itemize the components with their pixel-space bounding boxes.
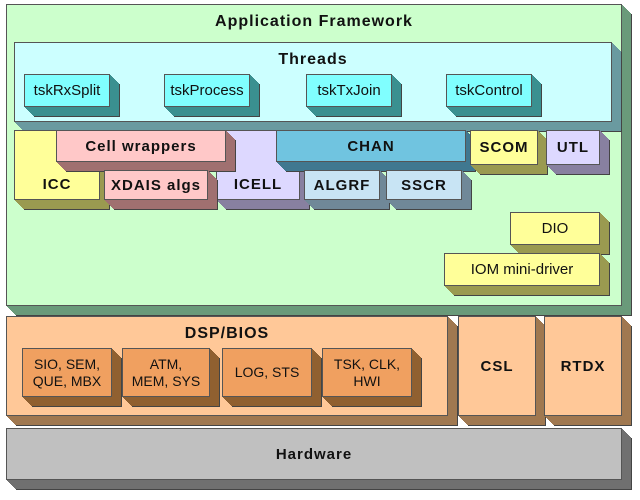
algrf-box: ALGRF <box>304 170 380 200</box>
bios-module-box: TSK, CLK, HWI <box>322 348 412 397</box>
thread-box: tskProcess <box>164 74 250 107</box>
thread-box: tskControl <box>446 74 532 107</box>
xdais-algs-box: XDAIS algs <box>104 170 208 200</box>
cell-wrappers-box: Cell wrappers <box>56 130 226 162</box>
bios-module-box: SIO, SEM, QUE, MBX <box>22 348 112 397</box>
sscr-box: SSCR <box>386 170 462 200</box>
utl-box: UTL <box>546 130 600 165</box>
scom-box: SCOM <box>470 130 538 165</box>
thread-box: tskRxSplit <box>24 74 110 107</box>
dio-box: DIO <box>510 212 600 245</box>
threads-title: Threads <box>278 51 348 68</box>
dsp-bios-title: DSP/BIOS <box>184 325 270 342</box>
csl-box: CSL <box>458 316 536 416</box>
rtdx-box: RTDX <box>544 316 622 416</box>
bios-module-box: ATM, MEM, SYS <box>122 348 210 397</box>
thread-box: tskTxJoin <box>306 74 392 107</box>
chan-box: CHAN <box>276 130 466 162</box>
iom-mini-driver-box: IOM mini-driver <box>444 253 600 286</box>
bios-module-box: LOG, STS <box>222 348 312 397</box>
hardware-layer: Hardware <box>6 428 622 480</box>
layer-title: Application Framework <box>215 13 413 30</box>
